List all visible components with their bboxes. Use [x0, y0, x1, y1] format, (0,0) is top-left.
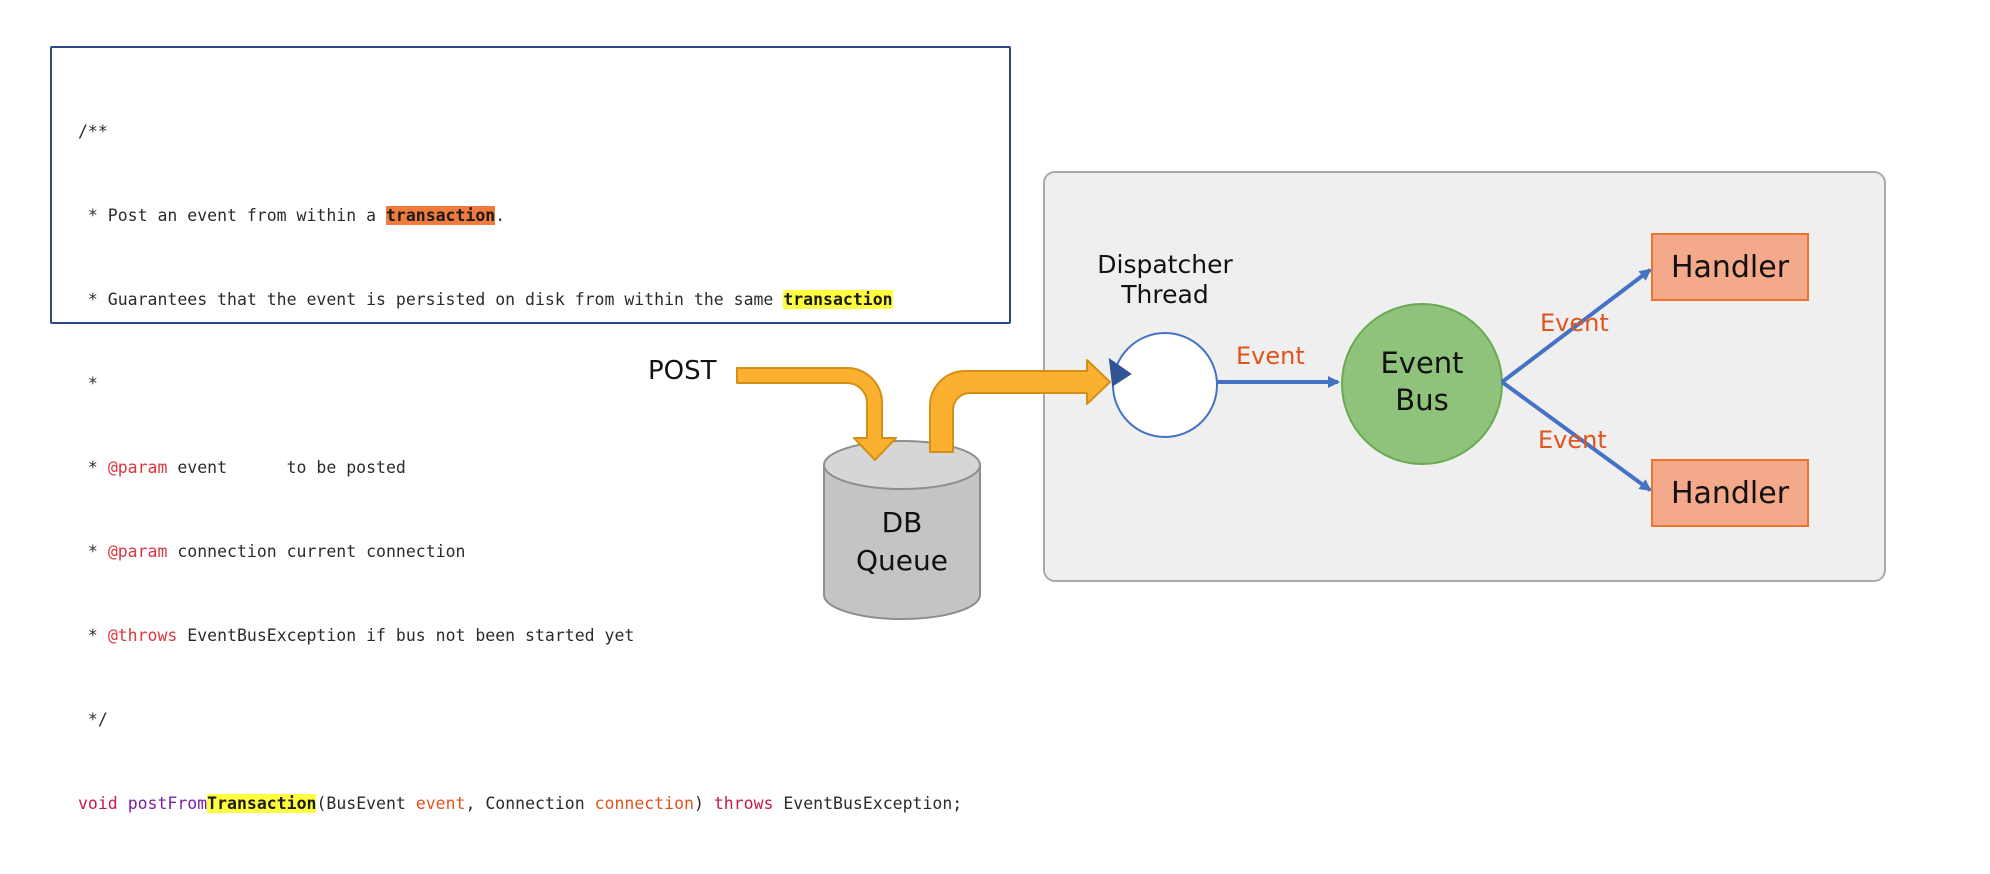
- bus-label-line1: Event: [1380, 346, 1464, 380]
- highlight-method-transaction: Transaction: [207, 794, 317, 813]
- method-name: postFrom: [127, 794, 208, 813]
- doc-open: /**: [78, 122, 108, 141]
- code-line-7: * @throws EventBusException if bus not b…: [78, 622, 962, 650]
- signature-text: , Connection: [465, 794, 595, 813]
- code-line-1: /**: [78, 118, 962, 146]
- space: [118, 794, 128, 813]
- doc-close: */: [78, 710, 108, 729]
- code-line-9: void postFromTransaction(BusEvent event,…: [78, 790, 962, 818]
- dispatcher-rotation-icon: [1108, 357, 1132, 387]
- event-label-handler2: Event: [1538, 426, 1607, 454]
- doc-tag-param: @param: [107, 542, 168, 561]
- db-to-dispatcher-arrow: [929, 359, 1111, 453]
- handler-box-1: Handler: [1651, 233, 1809, 301]
- code-line-6: * @param connection current connection: [78, 538, 962, 566]
- event-label-dispatch: Event: [1236, 342, 1305, 370]
- signature-text: EventBusException;: [773, 794, 963, 813]
- doc-text: EventBusException if bus not been starte…: [177, 626, 635, 645]
- code-line-4: *: [78, 370, 962, 398]
- code-snippet-card: /** * Post an event from within a transa…: [50, 46, 1011, 813]
- bus-to-handler1-arrow: [1500, 268, 1652, 384]
- doc-text: * Post an event from within a: [78, 206, 386, 225]
- code-line-5: * @param event to be posted: [78, 454, 962, 482]
- db-label-line1: DB: [881, 506, 923, 539]
- keyword-throws: throws: [713, 794, 774, 813]
- diagram-canvas: [736, 268, 1652, 620]
- highlight-transaction-orange: transaction: [385, 206, 496, 225]
- doc-star: *: [78, 458, 108, 477]
- doc-blank: *: [78, 374, 98, 393]
- param-connection: connection: [594, 794, 694, 813]
- doc-text: event to be posted: [167, 458, 406, 477]
- code-line-8: */: [78, 706, 962, 734]
- doc-text: * Guarantees that the event is persisted…: [78, 290, 784, 309]
- post-arrow: [736, 367, 897, 461]
- event-bus-label: Event Bus: [1352, 345, 1492, 419]
- bus-label-line2: Bus: [1395, 383, 1449, 417]
- dispatcher-thread-circle: [1112, 332, 1218, 438]
- code-line-3: * Guarantees that the event is persisted…: [78, 286, 962, 314]
- highlight-transaction-yellow: transaction: [783, 290, 893, 309]
- doc-text-end: .: [495, 206, 506, 225]
- db-label-line2: Queue: [856, 544, 948, 577]
- handler-label-1: Handler: [1670, 249, 1790, 285]
- bus-to-handler2-arrow: [1500, 380, 1652, 492]
- signature-text: (BusEvent: [316, 794, 416, 813]
- post-label: POST: [648, 356, 717, 386]
- param-event: event: [415, 794, 466, 813]
- dispatcher-thread-label: Dispatcher Thread: [1085, 250, 1245, 310]
- handler-label-2: Handler: [1670, 475, 1790, 511]
- doc-tag-param: @param: [107, 458, 168, 477]
- doc-text: connection current connection: [167, 542, 466, 561]
- code-line-2: * Post an event from within a transactio…: [78, 202, 962, 230]
- signature-text: ): [693, 794, 714, 813]
- doc-tag-throws: @throws: [107, 626, 178, 645]
- doc-star: *: [78, 542, 108, 561]
- db-queue-label: DB Queue: [844, 504, 960, 580]
- keyword-void: void: [78, 794, 118, 813]
- handler-box-2: Handler: [1651, 459, 1809, 527]
- dispatcher-label-line2: Thread: [1121, 280, 1209, 309]
- event-label-handler1: Event: [1540, 309, 1609, 337]
- doc-star: *: [78, 626, 108, 645]
- dispatcher-label-line1: Dispatcher: [1097, 250, 1233, 279]
